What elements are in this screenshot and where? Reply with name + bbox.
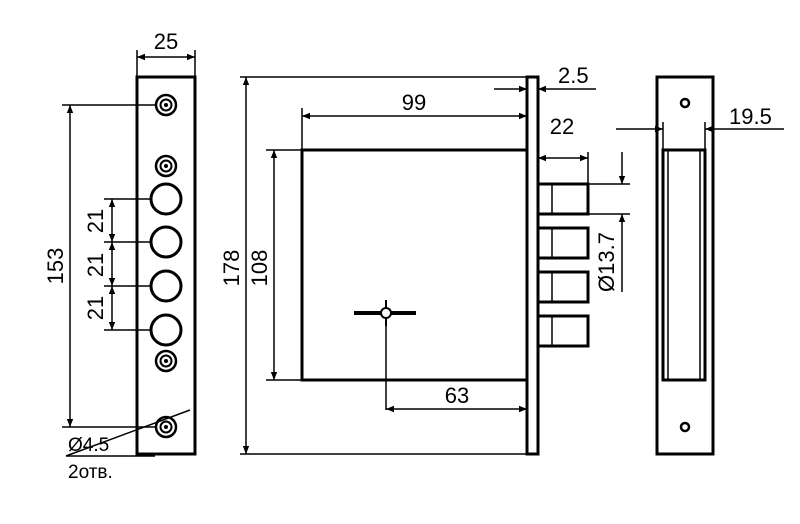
bolt-hole-4: [149, 313, 183, 347]
dim-faceplate-height: 153: [43, 248, 68, 285]
bolt-4: [536, 314, 590, 348]
mounting-hole-top: [154, 93, 178, 117]
dim-pitch-3: 21: [83, 296, 108, 320]
strike-plate-view: 19.5: [616, 75, 784, 456]
faceplate-outline: [135, 75, 197, 456]
dim-pitch-1: 21: [83, 209, 108, 233]
dim-pitch-2: 21: [83, 253, 108, 277]
lock-body: [300, 148, 529, 382]
strike-hole-bottom: [679, 421, 691, 433]
faceplate-view: 25 153 21 21 21 Ø4.5 2отв.: [43, 29, 197, 483]
dim-faceplate-width: 25: [154, 29, 178, 54]
dim-bolt-diameter: Ø13.7: [594, 232, 619, 292]
dim-hole-count: 2отв.: [68, 462, 113, 483]
dim-hole-diameter: Ø4.5: [68, 435, 109, 456]
dim-strike-width: 19.5: [729, 104, 772, 129]
bolt-1: [536, 182, 590, 216]
mounting-hole-bottom: [154, 415, 178, 439]
key-spindle-symbol: [354, 300, 416, 410]
bolt-hole-3: [149, 269, 183, 303]
strike-hole-top: [679, 97, 691, 109]
lock-body-side-view: 178 108 99 2.5 22 Ø13.7 63: [219, 63, 630, 456]
dim-body-height: 108: [247, 250, 272, 287]
dim-overall-height: 178: [219, 250, 244, 287]
dim-plate-thickness: 2.5: [558, 63, 589, 88]
dim-body-width: 99: [402, 90, 426, 115]
screw-hole-lower: [154, 349, 178, 373]
leader-hole-diameter: [65, 409, 191, 457]
bolt-hole-2: [149, 225, 183, 259]
strike-plate-outline: [655, 75, 715, 456]
bolt-2: [536, 226, 590, 260]
dim-bolt-throw: 22: [550, 114, 574, 139]
bolt-3: [536, 270, 590, 304]
front-plate-edge: [525, 75, 540, 456]
screw-hole-upper: [154, 154, 178, 178]
dim-backset: 63: [445, 383, 469, 408]
strike-slot: [661, 148, 707, 382]
bolt-hole-1: [149, 182, 183, 216]
